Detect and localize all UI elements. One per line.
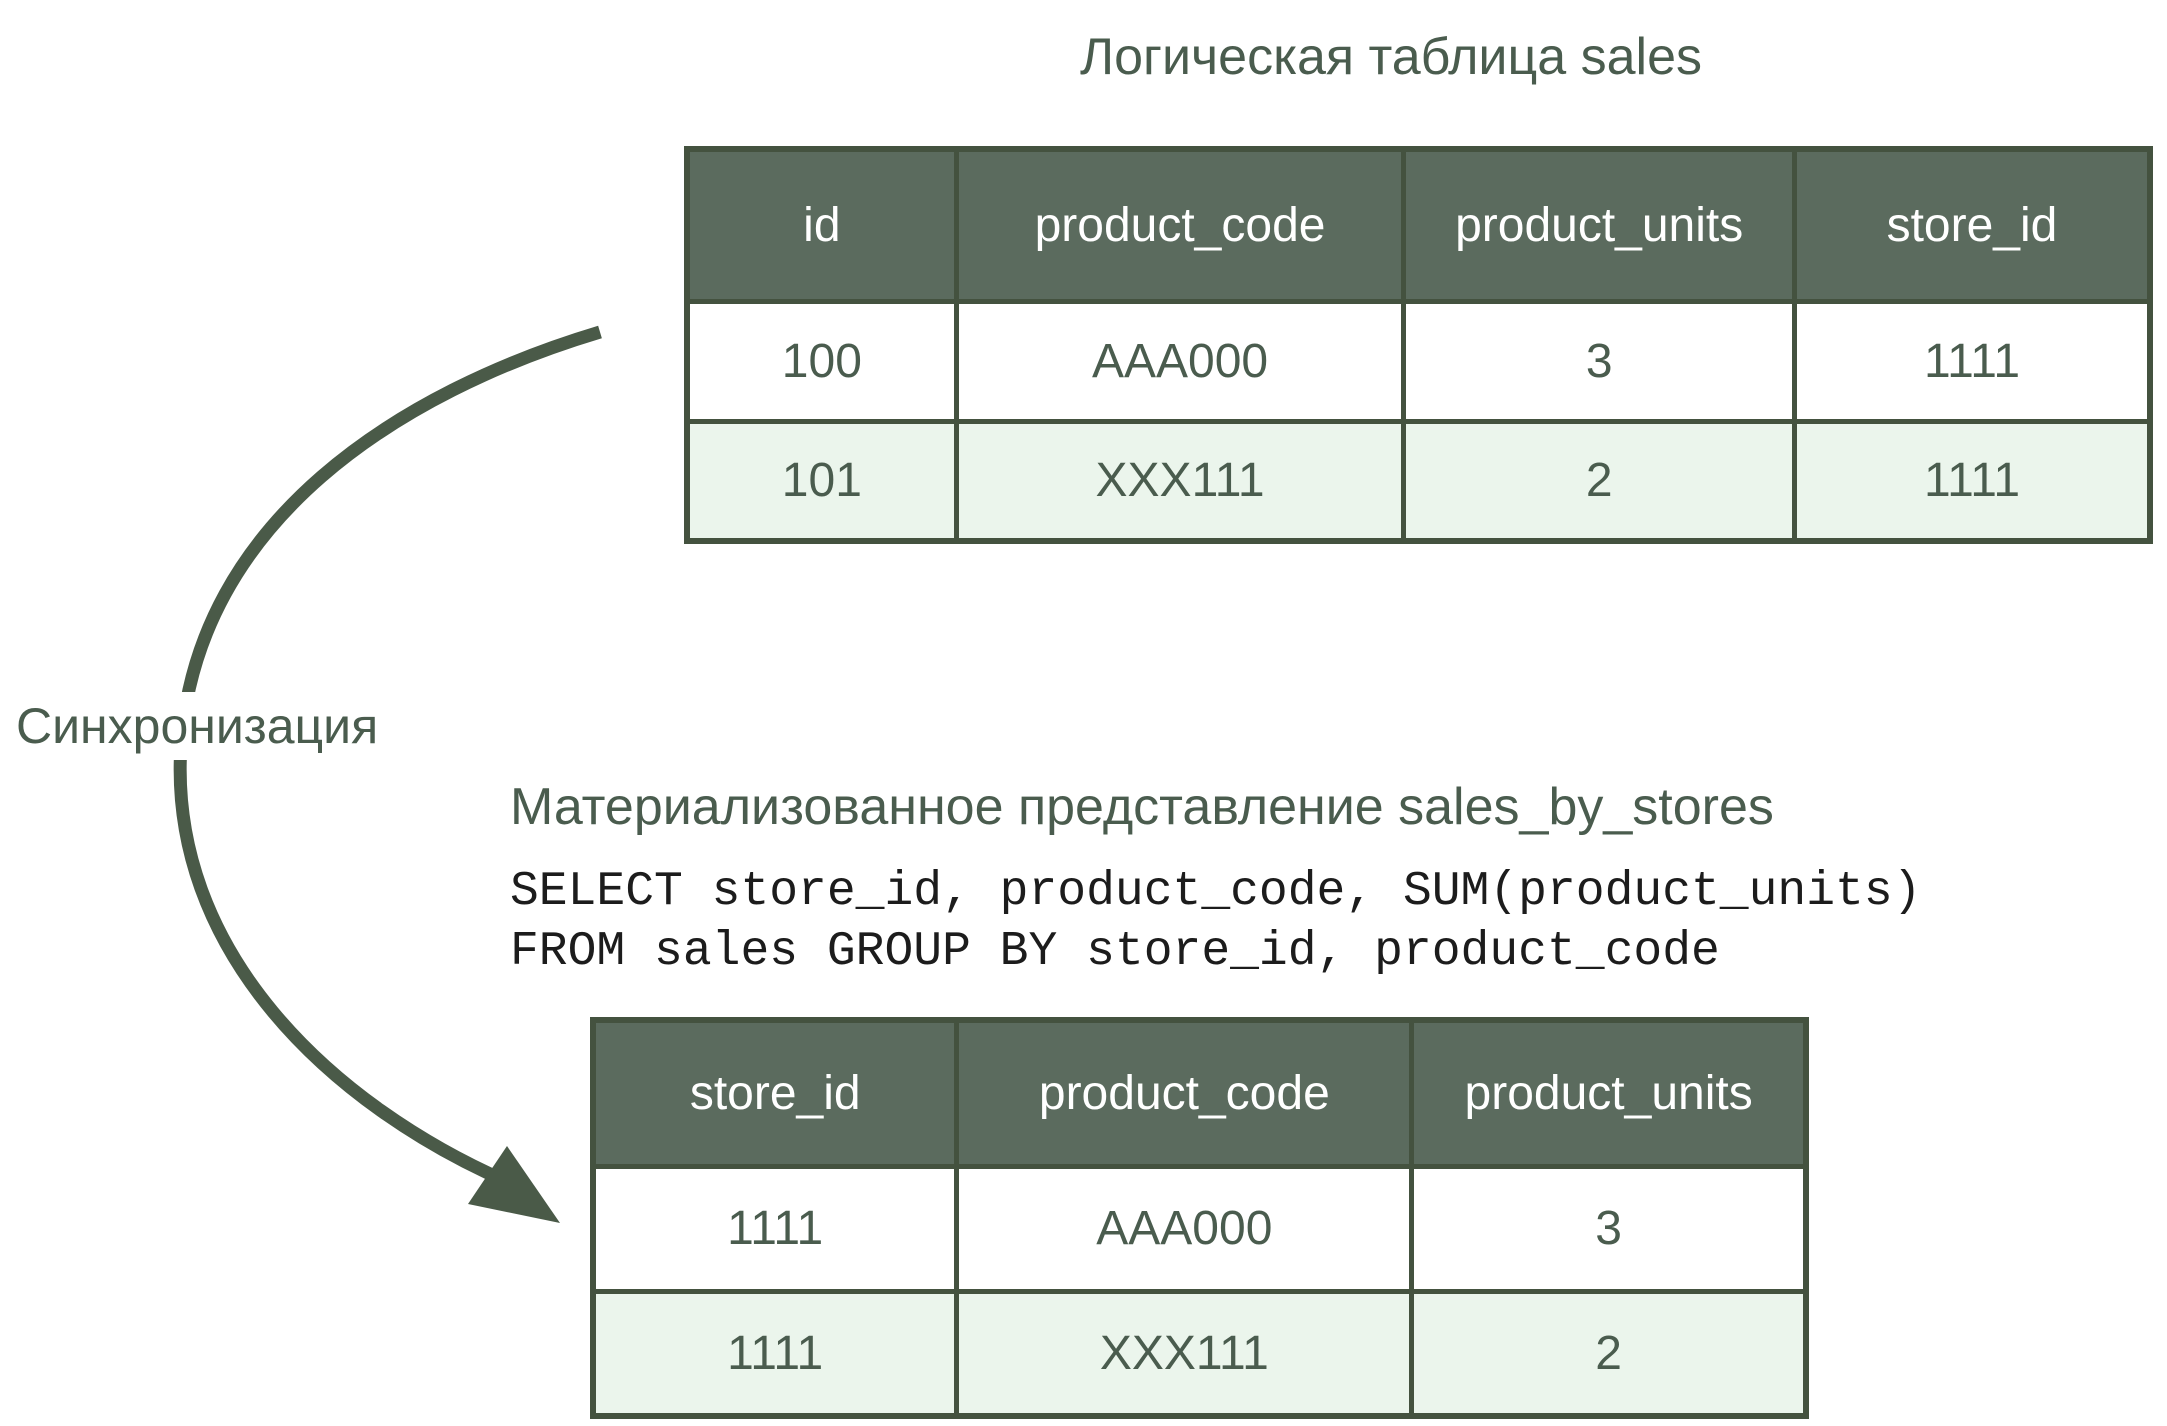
sync-arrowhead-icon	[468, 1146, 560, 1223]
table-cell: AAA000	[953, 298, 1407, 424]
table-cell: 1111	[590, 1288, 960, 1419]
logical-table-title: Логическая таблица sales	[1080, 28, 1703, 86]
sync-label: Синхронизация	[6, 692, 389, 760]
table-cell: 2	[1401, 418, 1797, 544]
header-cell-store-id: store_id	[590, 1017, 960, 1169]
table-cell: XXX111	[953, 418, 1407, 544]
header-cell-id: id	[684, 146, 959, 304]
table-row: 100 AAA000 3 1111	[684, 298, 2153, 424]
table-cell: 2	[1409, 1288, 1809, 1419]
logical-table-header-row: id product_code product_units store_id	[684, 146, 2153, 304]
table-cell: 3	[1401, 298, 1797, 424]
table-cell: 1111	[1791, 298, 2153, 424]
table-row: 101 XXX111 2 1111	[684, 418, 2153, 544]
header-cell-product-code: product_code	[953, 146, 1407, 304]
materialized-view-title: Материализованное представление sales_by…	[510, 778, 1774, 836]
header-cell-product-units: product_units	[1409, 1017, 1809, 1169]
sql-line-2: FROM sales GROUP BY store_id, product_co…	[510, 925, 1720, 979]
table-row: 1111 AAA000 3	[590, 1163, 1809, 1294]
header-cell-store-id: store_id	[1791, 146, 2153, 304]
sql-line-1: SELECT store_id, product_code, SUM(produ…	[510, 865, 1922, 919]
header-cell-product-code: product_code	[954, 1017, 1415, 1169]
logical-sales-table: id product_code product_units store_id 1…	[684, 146, 2153, 544]
table-cell: 1111	[1791, 418, 2153, 544]
table-cell: 100	[684, 298, 959, 424]
header-cell-product-units: product_units	[1401, 146, 1797, 304]
view-table-header-row: store_id product_code product_units	[590, 1017, 1809, 1169]
sql-query-text: SELECT store_id, product_code, SUM(produ…	[510, 862, 1921, 982]
table-row: 1111 XXX111 2	[590, 1288, 1809, 1419]
materialized-view-table: store_id product_code product_units 1111…	[590, 1017, 1809, 1419]
table-cell: 3	[1409, 1163, 1809, 1294]
table-cell: 101	[684, 418, 959, 544]
table-cell: 1111	[590, 1163, 960, 1294]
table-cell: XXX111	[954, 1288, 1415, 1419]
table-cell: AAA000	[954, 1163, 1415, 1294]
